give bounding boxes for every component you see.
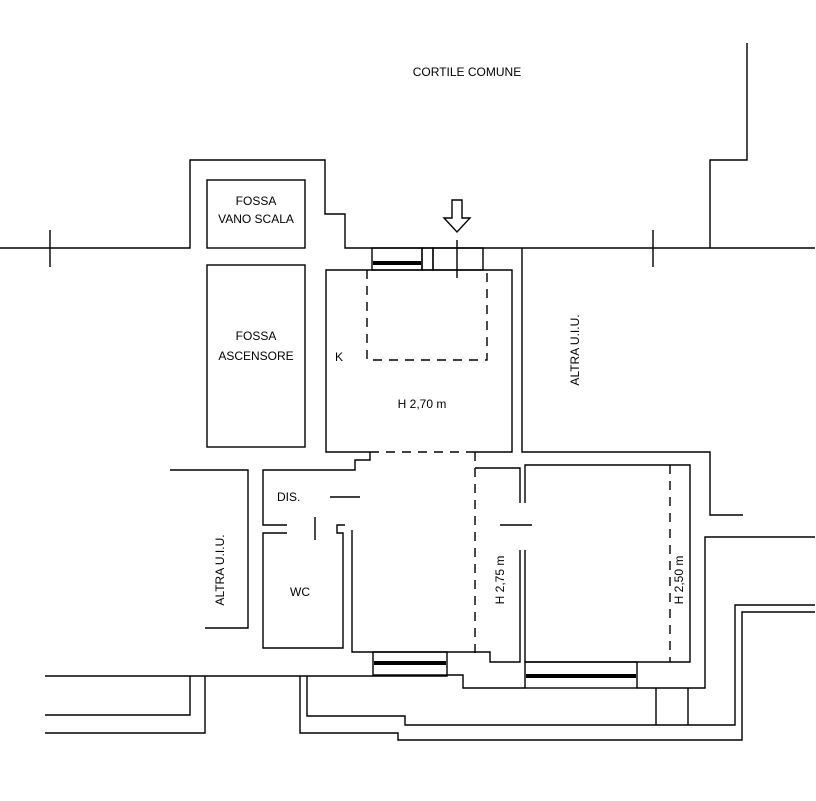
other-unit-left-label: ALTRA U.I.U. (213, 534, 227, 605)
bedroom (524, 464, 691, 689)
exterior-walls (0, 43, 815, 516)
elevator-pit (206, 264, 306, 448)
hallway-label: DIS. (277, 490, 300, 504)
bedroom-height: H 2,50 m (672, 556, 686, 605)
stair-pit-label-2: VANO SCALA (218, 212, 294, 226)
other-unit-right-label: ALTRA U.I.U. (568, 314, 582, 385)
living-height: H 2,75 m (493, 556, 507, 605)
kitchen (325, 199, 513, 453)
elevator-pit-label-1: FOSSA (236, 329, 277, 343)
living-room (372, 452, 532, 676)
kitchen-height: H 2,70 m (398, 397, 447, 411)
arrow-down-icon (442, 199, 472, 234)
elevator-pit-label-2: ASCENSORE (218, 349, 293, 363)
courtyard-label: CORTILE COMUNE (413, 65, 521, 79)
bathroom-label: WC (290, 585, 310, 599)
stair-pit-label-1: FOSSA (236, 194, 277, 208)
kitchen-label: K (335, 350, 343, 364)
stair-pit (206, 179, 306, 249)
lower-walls (45, 536, 815, 741)
hall-bath (170, 452, 475, 653)
